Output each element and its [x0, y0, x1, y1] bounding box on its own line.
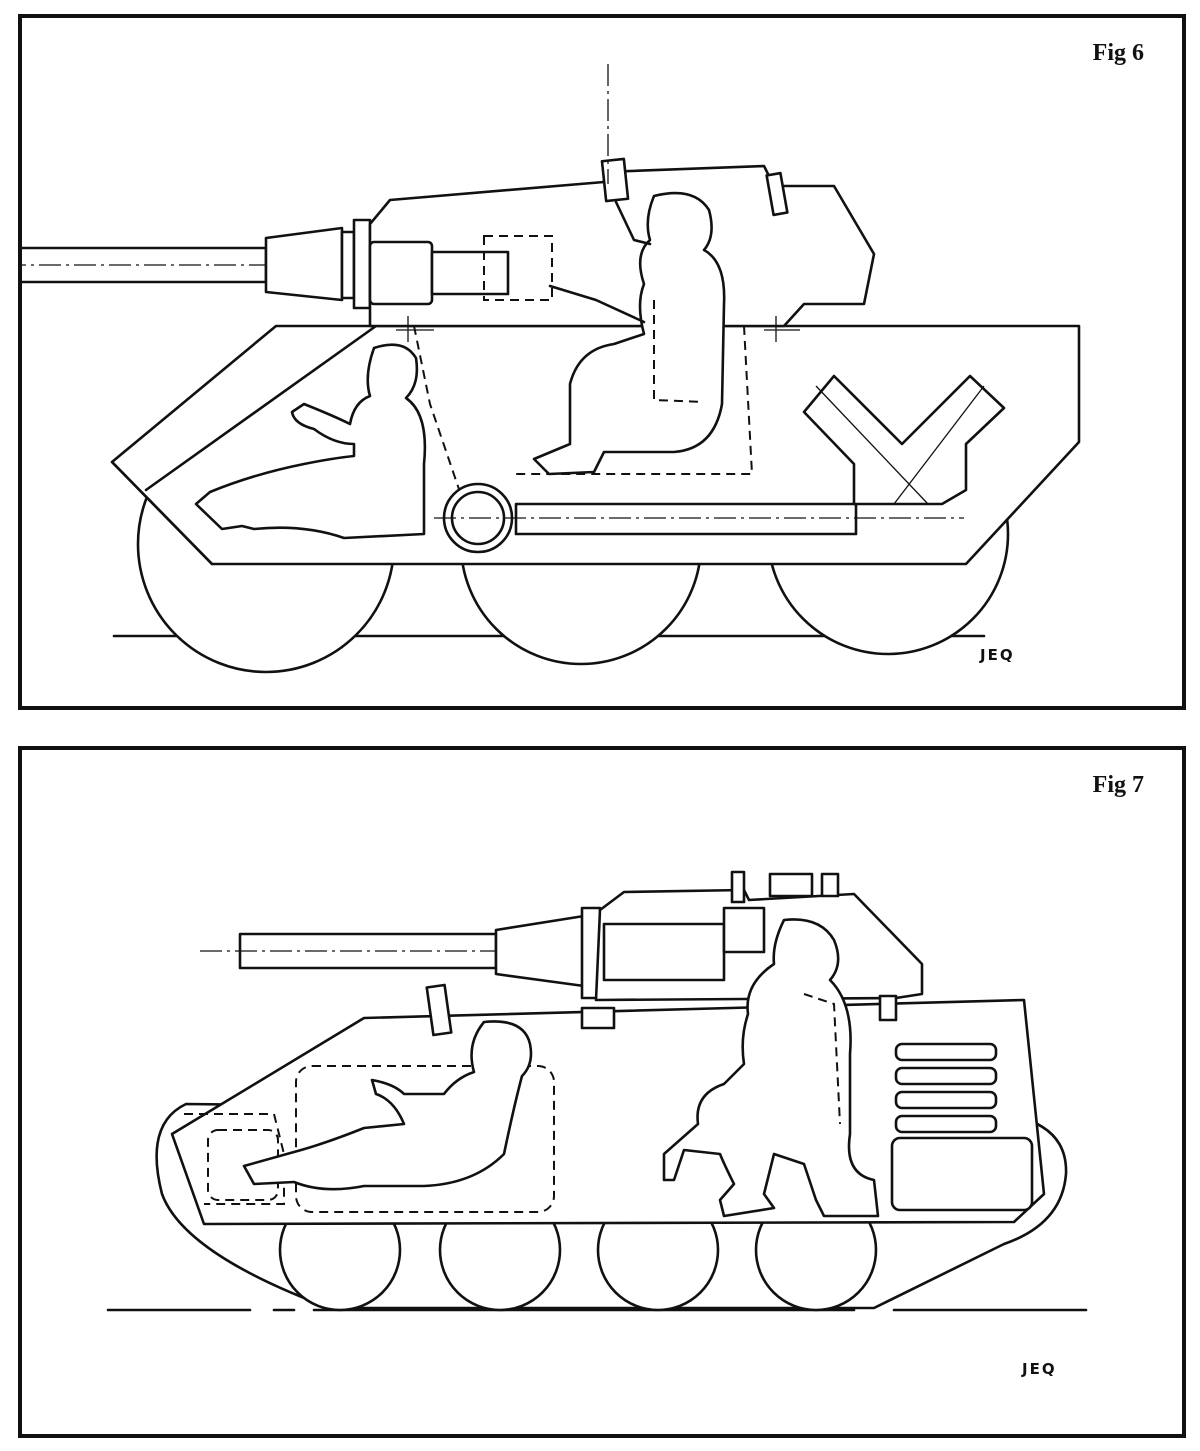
drive-shaft: [516, 504, 856, 534]
hull-nose-line: [112, 462, 212, 564]
gun-mantlet: [496, 916, 584, 986]
figure-7-artist-initials: JEQ: [1022, 1360, 1057, 1378]
gun-breech-block: [370, 242, 432, 304]
crew-gunner-figure: [534, 193, 724, 474]
rear-hatch: [880, 996, 896, 1020]
ammunition-rack: [896, 1044, 996, 1132]
figure-7-panel: Fig 7 JEQ: [18, 746, 1186, 1438]
turret-periscope: [822, 874, 838, 896]
gun-collar-ring: [354, 220, 370, 308]
crew-driver-figure: [244, 1021, 531, 1189]
turret-rear-vent: [767, 173, 788, 215]
hull-mount: [582, 1008, 614, 1028]
figure-6-vehicle-drawing: [22, 18, 1182, 706]
driver-compartment-outline: [296, 1066, 554, 1212]
figure-6-panel: Fig 6 JEQ: [18, 14, 1186, 710]
turret-periscope: [602, 159, 628, 201]
engine-access-panel: [892, 1138, 1032, 1210]
turret-vent: [732, 872, 744, 902]
engine-block: [804, 376, 1004, 504]
crew-loader-figure: [664, 919, 878, 1216]
gun-mantlet: [266, 228, 342, 300]
figure-7-label: Fig 7: [1092, 772, 1144, 798]
driver-periscope: [427, 985, 452, 1035]
turret-basket-outline: [414, 326, 752, 504]
glacis-line: [146, 326, 376, 490]
figure-6-label: Fig 6: [1092, 40, 1144, 66]
crew-gunner-forearm: [550, 286, 644, 322]
crew-gunner-seat: [654, 300, 704, 402]
breech-housing: [484, 236, 552, 300]
crew-gunner-arm: [616, 202, 650, 244]
gun-breech: [604, 924, 724, 980]
breech-block: [724, 908, 764, 952]
crew-driver-figure: [196, 345, 425, 538]
turret-hatch: [770, 874, 812, 896]
gun-collar: [342, 232, 354, 298]
gun-breech: [432, 252, 508, 294]
fuel-tank-outline: [184, 1114, 284, 1204]
figure-7-vehicle-drawing: [22, 750, 1182, 1434]
hull-marker-2: [764, 316, 800, 342]
engine-axis-line-2: [894, 386, 984, 504]
crew-loader-dash: [804, 994, 840, 1124]
figure-6-artist-initials: JEQ: [980, 646, 1015, 664]
hull-marker: [396, 316, 434, 342]
